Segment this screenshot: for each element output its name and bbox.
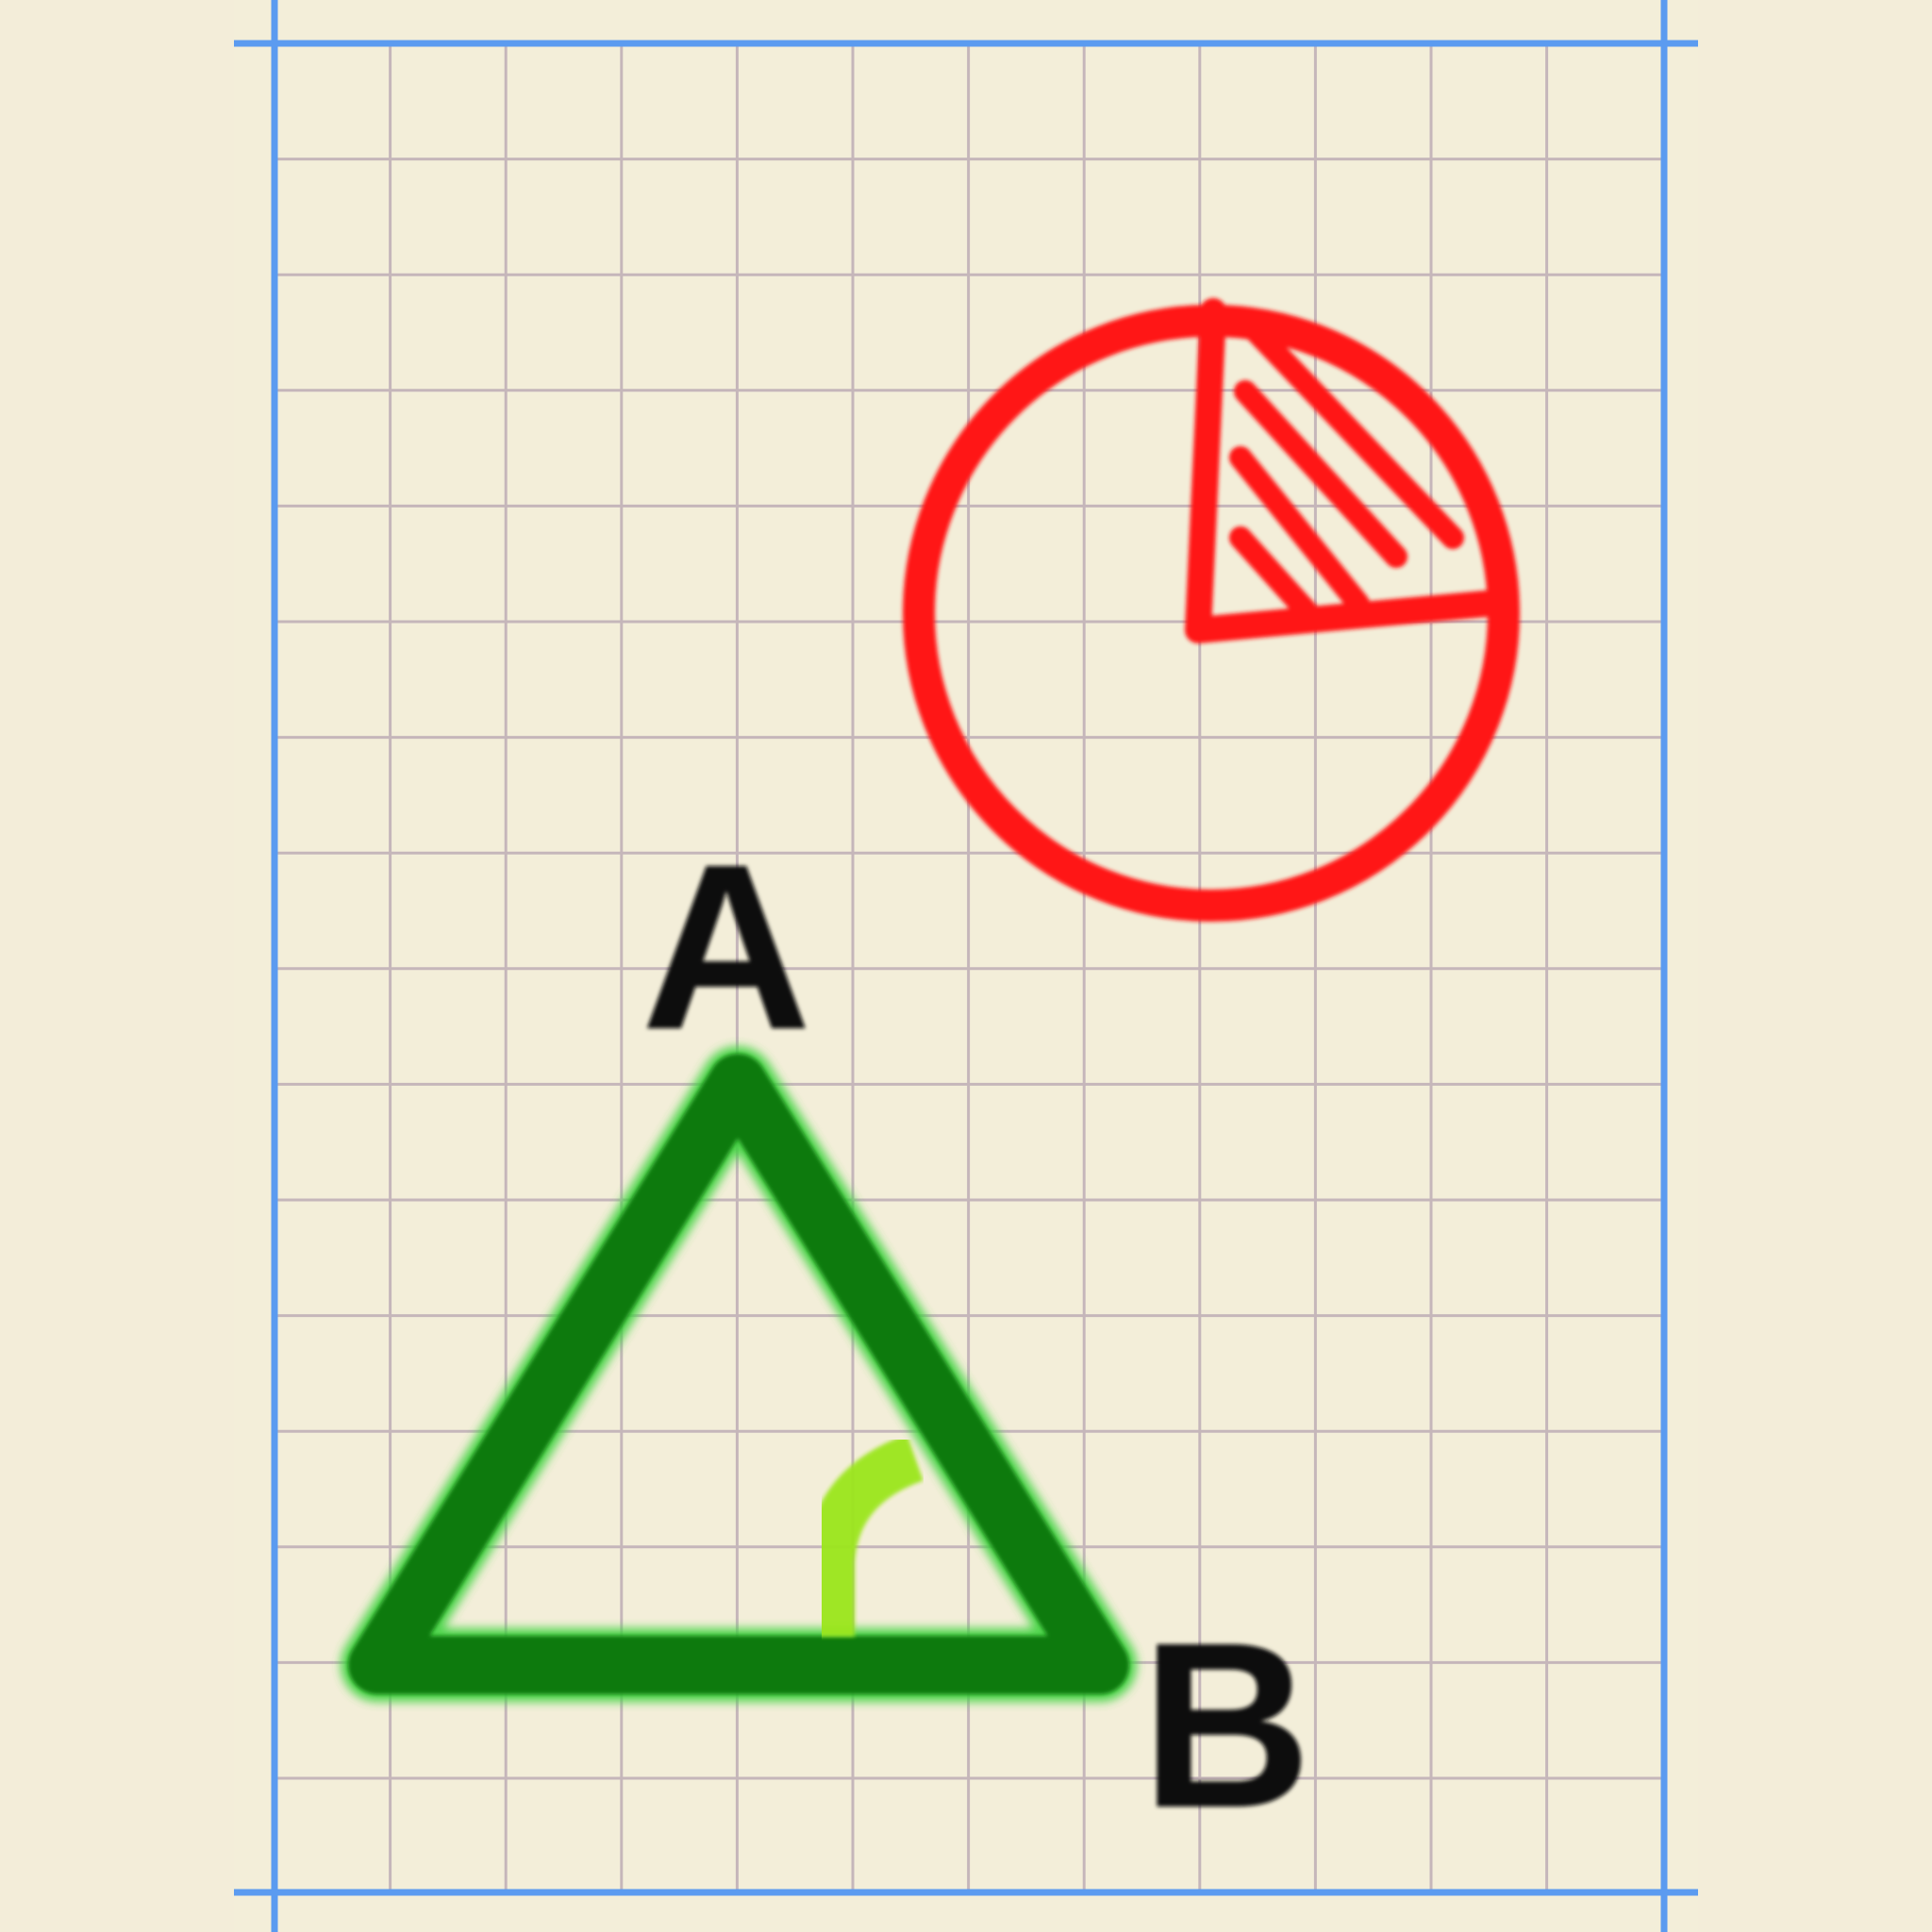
triangle-outline: [348, 1054, 1129, 1694]
margin-lines: [234, 0, 1698, 1932]
paper-sheet: [234, 0, 1698, 1932]
vertex-label-b: B: [1141, 1593, 1312, 1857]
circle-sector-outline: [1185, 298, 1499, 643]
vertex-label-a: A: [641, 815, 812, 1078]
sector-hatching: [1229, 319, 1464, 627]
angle-arc: [806, 1434, 924, 1637]
triangle-figure: [341, 1046, 1137, 1702]
circle-figure: [903, 298, 1520, 922]
